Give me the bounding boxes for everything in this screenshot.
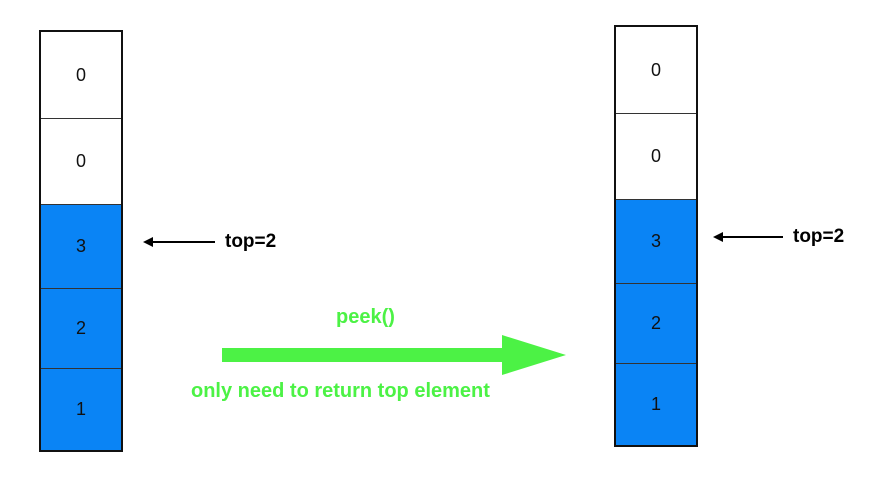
operation-name: peek() — [336, 306, 395, 328]
stack-cell: 0 — [41, 32, 121, 118]
stack-before: 0 0 3 2 1 — [39, 30, 123, 452]
stack-cell: 0 — [616, 27, 696, 113]
stack-cell: 2 — [616, 283, 696, 363]
stack-cell: 3 — [41, 204, 121, 288]
stack-cell: 0 — [41, 118, 121, 204]
operation-arrow-icon — [222, 335, 566, 375]
stack-cell: 2 — [41, 288, 121, 368]
stack-cell: 0 — [616, 113, 696, 199]
operation-caption: only need to return top element — [191, 380, 490, 402]
stack-cell: 3 — [616, 199, 696, 283]
pointer-label: top=2 — [793, 226, 845, 247]
stack-after: 0 0 3 2 1 — [614, 25, 698, 447]
pointer-label: top=2 — [225, 231, 277, 252]
stack-cell: 1 — [616, 363, 696, 445]
stack-cell: 1 — [41, 368, 121, 450]
left-arrow-icon — [713, 232, 783, 242]
left-arrow-icon — [143, 237, 215, 247]
top-pointer-before: top=2 — [143, 231, 276, 253]
top-pointer-after: top=2 — [713, 226, 844, 248]
